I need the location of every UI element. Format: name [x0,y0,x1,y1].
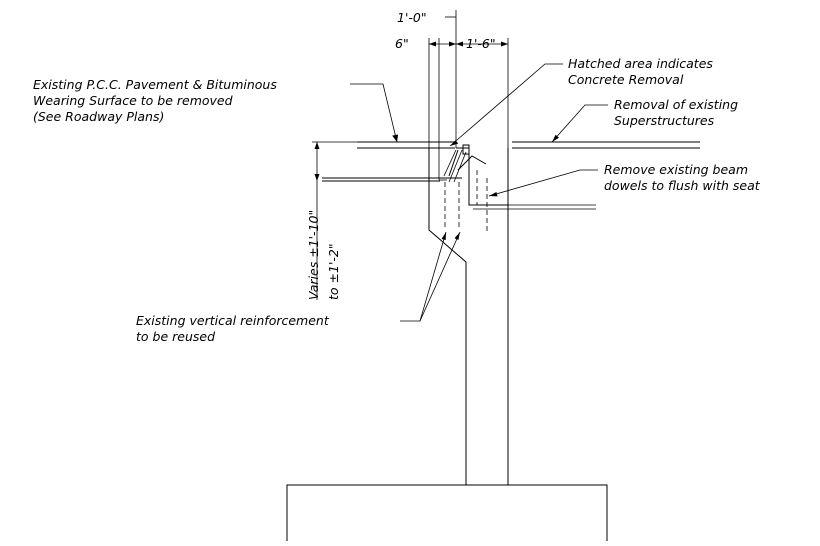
svg-text:Wearing Surface to be removed: Wearing Surface to be removed [33,93,233,108]
callout-pavement: Existing P.C.C. Pavement & Bituminous We… [33,77,399,143]
svg-text:Remove existing beam: Remove existing beam [604,162,748,177]
dim-1ft-6in: 1'-6" [466,36,496,51]
callout-reinforcement: Existing vertical reinforcement to be re… [136,231,461,344]
svg-text:Existing vertical reinforcemen: Existing vertical reinforcement [136,313,330,328]
svg-text:Concrete Removal: Concrete Removal [568,72,684,87]
svg-text:to be reused: to be reused [136,329,215,344]
svg-text:Hatched area indicates: Hatched area indicates [568,56,713,71]
callout-dowels: Remove existing beam dowels to flush wit… [488,162,761,197]
dim-1ft-0in: 1'-0" [397,10,427,25]
footing [286,484,608,546]
svg-text:Superstructures: Superstructures [614,113,715,128]
svg-text:Removal of existing: Removal of existing [614,97,738,112]
top-dimensions: 1'-0" 6" 1'-6" [395,10,509,148]
callout-hatched: Hatched area indicates Concrete Removal [449,56,713,147]
reinforcement-bars [443,144,488,232]
vertical-dimension: Varies ±1'-10" to ±1'-2" [306,141,360,300]
abutment-stem [428,147,509,485]
dim-varies-line2: to ±1'-2" [326,243,341,300]
dim-6in: 6" [395,36,409,51]
callout-superstructure: Removal of existing Superstructures [551,97,738,143]
svg-text:(See Roadway Plans): (See Roadway Plans) [33,109,164,124]
svg-text:Existing P.C.C. Pavement & Bit: Existing P.C.C. Pavement & Bituminous [33,77,277,92]
svg-text:dowels to flush with seat: dowels to flush with seat [604,178,761,193]
dim-varies-line1: Varies ±1'-10" [306,210,321,300]
